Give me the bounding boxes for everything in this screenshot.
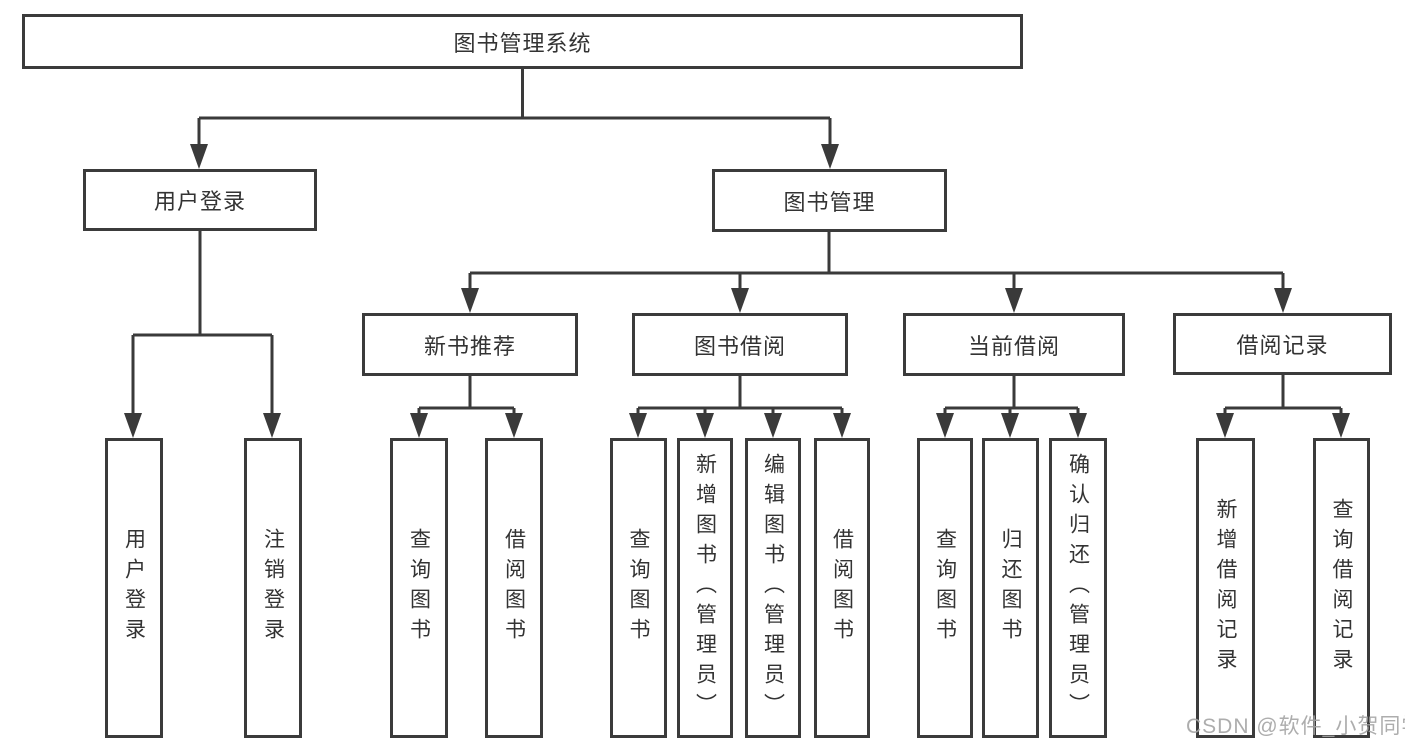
node-label: 查询借阅记录: [1330, 498, 1353, 678]
node-label: 图书管理系统: [453, 30, 592, 56]
node-label: 归还图书: [999, 528, 1022, 648]
leaf-query-borrow-record: 查询借阅记录: [1313, 438, 1370, 738]
node-book-management: 图书管理: [712, 169, 947, 232]
arrowhead-icons: [124, 144, 1350, 438]
node-label: 图书借阅: [693, 333, 786, 359]
node-label: 借阅图书: [830, 528, 854, 648]
node-label: 图书管理: [783, 189, 876, 215]
node-label: 查询图书: [933, 528, 957, 648]
leaf-borrow-books-recommend: 借阅图书: [485, 438, 543, 738]
node-label: 用户登录: [153, 189, 246, 214]
node-new-book-recommendation: 新书推荐: [362, 313, 578, 376]
node-book-borrowing: 图书借阅: [632, 313, 848, 376]
leaf-query-books-borrow: 查询图书: [610, 438, 667, 738]
leaf-edit-book-admin: 编辑图书（管理员）: [745, 438, 801, 738]
node-label: 用户登录: [122, 528, 146, 648]
node-label: 借阅图书: [502, 528, 526, 648]
node-user-login: 用户登录: [83, 169, 317, 231]
node-borrowing-records: 借阅记录: [1173, 313, 1392, 375]
leaf-query-books-recommend: 查询图书: [390, 438, 448, 738]
node-label: 新增图书（管理员）: [693, 453, 717, 723]
node-label: 借阅记录: [1236, 333, 1329, 358]
leaf-add-book-admin: 新增图书（管理员）: [677, 438, 733, 738]
node-label: 查询图书: [407, 528, 431, 648]
node-label: 确认归还（管理员）: [1066, 453, 1090, 723]
node-label: 新增借阅记录: [1214, 498, 1237, 678]
node-label: 新书推荐: [423, 333, 516, 359]
node-current-borrowing: 当前借阅: [903, 313, 1125, 376]
leaf-user-login: 用户登录: [105, 438, 163, 738]
node-label: 查询图书: [627, 528, 650, 648]
node-label: 注销登录: [261, 528, 285, 648]
leaf-add-borrow-record: 新增借阅记录: [1196, 438, 1255, 738]
leaf-query-books-current: 查询图书: [917, 438, 973, 738]
leaf-return-book: 归还图书: [982, 438, 1039, 738]
leaf-borrow-books: 借阅图书: [814, 438, 870, 738]
csdn-watermark: CSDN @软件_小贺同学: [1186, 715, 1405, 738]
node-library-management-system: 图书管理系统: [22, 14, 1023, 69]
node-label: 当前借阅: [967, 333, 1060, 359]
node-label: 编辑图书（管理员）: [761, 453, 785, 723]
leaf-logout: 注销登录: [244, 438, 302, 738]
leaf-confirm-return-admin: 确认归还（管理员）: [1049, 438, 1107, 738]
